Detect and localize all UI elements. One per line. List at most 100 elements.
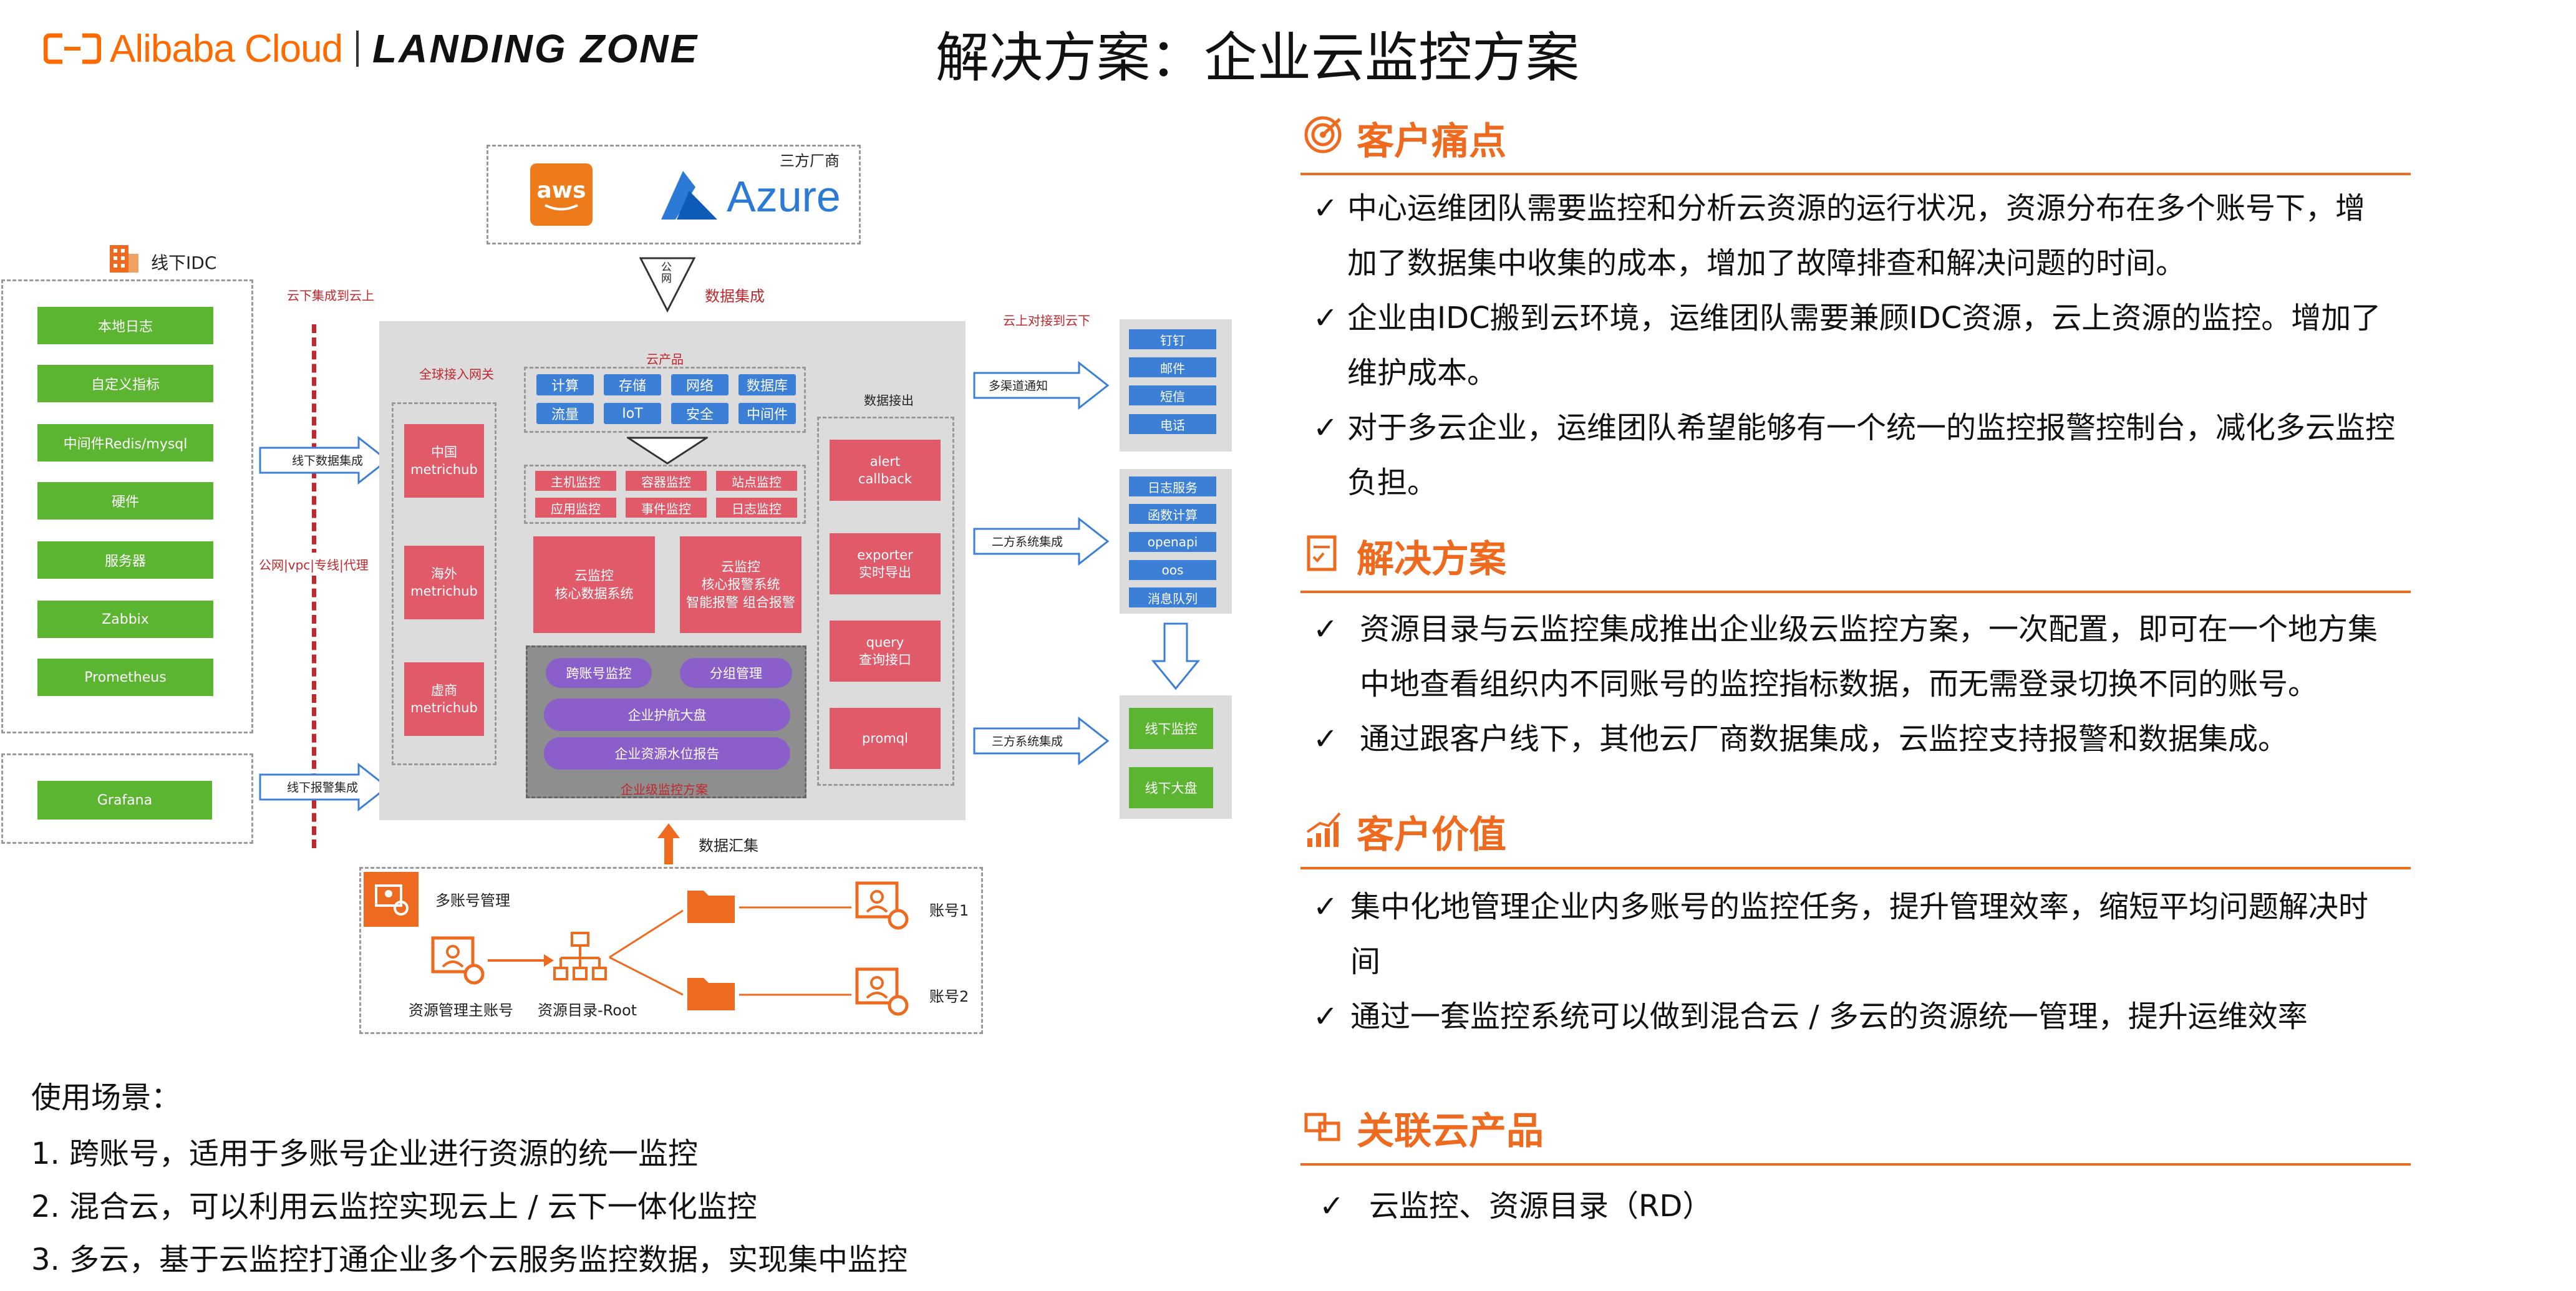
grafana-box [1,753,253,844]
pain-line: 中心运维团队需要监控和分析云资源的运行状况，资源分布在多个账号下，增 [1347,191,2366,226]
data-output-box [817,417,954,786]
related-line: 云监控、资源目录（RD） [1369,1189,1713,1224]
boundary-line [312,324,316,848]
scenario-item: 3. 多云，基于云监控打通企业多个云服务监控数据，实现集中监控 [31,1242,908,1277]
third-party-box [487,145,861,244]
idc-item: Zabbix [37,601,213,638]
monitor-box [524,465,806,524]
solution-line: 通过跟客户线下，其他云厂商数据集成，云监控支持报警和数据集成。 [1360,722,2288,757]
second-system-item: 函数计算 [1129,504,1216,524]
data-collect-label: 数据汇集 [699,837,758,854]
grafana-item: Grafana [37,781,212,820]
output-box: query 查询接口 [830,621,941,682]
monitor-chip: 应用监控 [535,498,616,518]
target-icon [1304,115,1342,154]
value-line: 集中化地管理企业内多账号的监控任务，提升管理效率，缩短平均问题解决时 [1350,889,2369,924]
offline-alarm-arrow [259,762,389,812]
gateway-box [392,402,496,765]
monitor-chip: 日志监控 [716,498,797,518]
check-icon: ✓ [1313,410,1339,445]
monitor-chip: 站点监控 [716,471,797,491]
pain-line: 企业由IDC搬到云环境，运维团队需要兼顾IDC资源，云上资源的监控。增加了 [1347,301,2381,336]
aws-logo: aws [530,163,593,226]
pain-line: 维护成本。 [1347,355,1498,390]
output-box: alert callback [830,440,941,501]
offline-data-arrow [259,435,389,485]
check-icon: ✓ [1313,191,1339,226]
second-system-item: oos [1129,560,1216,580]
check-icon: ✓ [1313,612,1339,647]
cloud-product-chip: 安全 [671,403,729,424]
pain-line: 加了数据集中收集的成本，增加了故障排查和解决问题的时间。 [1347,246,2186,281]
multi-channel-label: 多渠道通知 [989,379,1048,393]
check-icon: ✓ [1313,722,1339,757]
azure-label: Azure [727,172,841,221]
cloud-product-label: 云产品 [646,352,684,367]
output-box: exporter 实时导出 [830,533,941,594]
link-icon [1304,1107,1342,1146]
document-icon [1304,533,1342,572]
offline-data-integration-label: 线下数据集成 [292,454,364,468]
second-system-item: 消息队列 [1129,587,1216,607]
monitor-chip: 事件监控 [626,498,707,518]
cloud-product-chip: 网络 [671,374,729,395]
data-output-label: 数据接出 [864,393,914,408]
resource-root-label: 资源目录-Root [538,1002,637,1019]
brand-name: Alibaba Cloud [110,27,343,70]
account-icon [855,967,909,1016]
third-party-arrow [973,716,1110,766]
pain-title: 客户痛点 [1357,120,1506,163]
product-funnel-icon [627,437,708,465]
notify-item: 钉钉 [1129,329,1216,349]
cloud-product-box [524,367,806,433]
check-icon: ✓ [1313,301,1339,336]
related-title: 关联云产品 [1357,1110,1544,1153]
alibaba-cloud-icon [44,33,101,64]
output-box: promql [830,708,941,769]
folder-icon [687,978,735,1010]
third-party-sys-label: 三方系统集成 [992,735,1063,748]
idc-item: 服务器 [37,541,213,579]
solution-line: 中地查看组织内不同账号的监控指标数据，而无需登录切换不同的账号。 [1360,667,2318,702]
building-icon [107,240,141,274]
multi-account-icon [364,872,419,927]
landing-zone-logo: LANDING ZONE [372,26,699,71]
cloud-product-chip: 中间件 [738,403,796,424]
data-integration-label: 数据集成 [705,288,765,305]
enterprise-dashboard: 企业护航大盘 [544,699,790,731]
idc-item: 本地日志 [37,307,213,344]
page-title: 解决方案：企业云监控方案 [936,27,1579,89]
cloud-product-chip: 存储 [604,374,661,395]
check-icon: ✓ [1319,1189,1345,1224]
pain-line: 对于多云企业，运维团队希望能够有一个统一的监控报警控制台，减化多云监控 [1347,410,2396,445]
multi-account-box [359,867,983,1034]
gongwang-label: 公网 [661,261,672,285]
offline-monitor: 线下监控 [1129,708,1213,749]
group-management: 分组管理 [680,658,792,688]
idc-item: 中间件Redis/mysql [37,424,213,462]
funnel-icon [639,257,695,313]
related-divider [1300,1163,2411,1166]
resource-tree-icon [553,932,607,980]
core-alarm-system: 云监控 核心报警系统 智能报警 组合报警 [680,536,801,633]
notify-item: 邮件 [1129,357,1216,377]
folder-icon [687,891,735,923]
idc-item: 硬件 [37,482,213,520]
second-party-arrow [973,516,1110,566]
third-party-label: 三方厂商 [780,152,840,170]
idc-item: 自定义指标 [37,365,213,402]
value-line: 通过一套监控系统可以做到混合云 / 多云的资源统一管理，提升运维效率 [1350,999,2308,1034]
cloud-product-chip: IoT [604,403,661,424]
scenario-item: 2. 混合云，可以利用云监控实现云上 / 云下一体化监控 [31,1189,757,1224]
header-logo: Alibaba Cloud LANDING ZONE [44,24,699,74]
core-data-system: 云监控 核心数据系统 [533,536,655,633]
monitor-chip: 容器监控 [626,471,707,491]
offline-idc-label: 线下IDC [151,253,217,273]
account2-label: 账号2 [929,988,969,1005]
monitor-chip: 主机监控 [535,471,616,491]
second-party-label: 二方系统集成 [992,535,1063,549]
offline-dashboard: 线下大盘 [1129,767,1213,808]
main-account-label: 资源管理主账号 [409,1002,513,1019]
check-icon: ✓ [1313,889,1339,924]
cloud-product-chip: 计算 [536,374,594,395]
